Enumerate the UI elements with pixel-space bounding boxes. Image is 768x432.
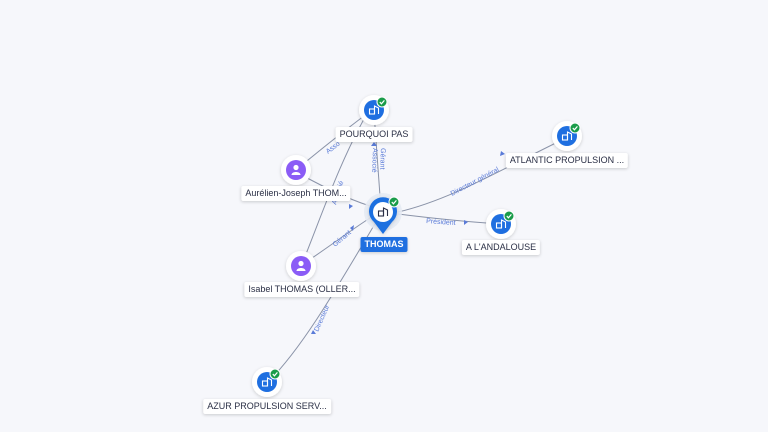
company-icon — [377, 207, 389, 217]
edge-thomas-atlantic[interactable] — [397, 137, 567, 213]
edge-label-directeur-general: Directeur général — [450, 166, 501, 198]
node-label-a-landalouse[interactable]: A L'ANDALOUSE — [461, 240, 541, 255]
verified-check-icon — [388, 196, 400, 208]
node-azur-propulsion[interactable] — [252, 367, 282, 397]
person-icon — [291, 164, 301, 175]
node-pourquoi-pas[interactable] — [359, 95, 389, 125]
verified-check-icon — [376, 96, 388, 108]
edge-label-asso-aurelien: Asso — [325, 140, 342, 155]
edge-labels: Directeur général Président Gérant Assoc… — [313, 140, 500, 332]
node-a-landalouse[interactable] — [486, 209, 516, 239]
edge-label-gerant-isabel: Gérant — [332, 229, 353, 248]
company-icon — [368, 105, 380, 115]
arrow-marker — [464, 220, 468, 225]
company-icon — [495, 219, 507, 229]
node-isabel-thomas[interactable] — [286, 251, 316, 281]
node-label-aurelien-joseph-thomas[interactable]: Aurélien-Joseph THOM... — [241, 186, 351, 201]
edge-arrows — [311, 131, 505, 334]
node-label-atlantic-propulsion[interactable]: ATLANTIC PROPULSION ... — [505, 153, 629, 168]
edge-azur-thomas[interactable] — [267, 221, 377, 383]
node-thomas-center[interactable] — [364, 193, 402, 234]
node-label-thomas-center[interactable]: THOMAS — [360, 237, 408, 252]
node-label-pourquoi-pas[interactable]: POURQUOI PAS — [335, 127, 413, 142]
node-label-azur-propulsion[interactable]: AZUR PROPULSION SERV... — [203, 399, 331, 414]
verified-check-icon — [569, 122, 581, 134]
node-label-isabel-thomas[interactable]: Isabel THOMAS (OLLER... — [244, 282, 360, 297]
node-aurelien-joseph-thomas[interactable] — [281, 155, 311, 185]
verified-check-icon — [269, 368, 281, 380]
arrow-marker — [371, 142, 377, 146]
company-icon — [261, 377, 273, 387]
node-atlantic-propulsion[interactable] — [552, 121, 582, 151]
edge-label-president: Président — [426, 218, 456, 227]
arrow-marker — [350, 225, 354, 231]
arrow-marker — [311, 330, 316, 334]
edge-label-gerant-pourquoi: Gérant — [378, 148, 386, 170]
company-icon — [561, 131, 573, 141]
person-icon — [296, 260, 306, 271]
arrow-marker — [349, 204, 353, 209]
edge-label-associe-pourquoi: Associé — [370, 148, 378, 173]
arrow-marker — [500, 151, 505, 156]
verified-check-icon — [503, 210, 515, 222]
edge-label-directeur-azur: Directeur — [313, 303, 331, 332]
